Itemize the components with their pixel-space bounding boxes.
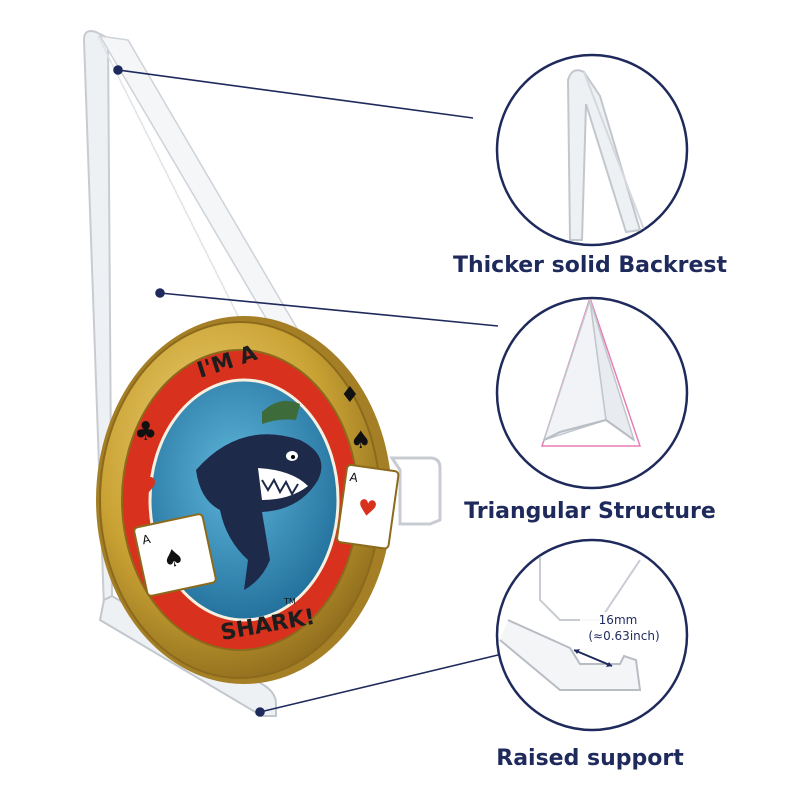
triangle-detail-circle [495,296,689,490]
diamond-icon: ♦ [340,383,360,408]
caption-support: Raised support [496,746,684,771]
caption-backrest: Thicker solid Backrest [452,253,728,278]
backrest-detail-circle [495,53,689,247]
ace-of-hearts-card: A ♥ [336,463,400,550]
club-icon: ♣ [134,417,157,447]
ace-of-spades-card: A ♠ [133,513,217,597]
card-rank: A [141,532,153,548]
caption-triangle: Triangular Structure [464,499,716,524]
card-rank: A [349,470,360,485]
support-detail-circle: 16mm (≈0.63inch) [495,538,689,732]
shark-coin: ♣ ♥ ♦ ♠ I'M A SHARK! TM A ♠ A ♥ [96,316,400,684]
heart-icon: ♥ [356,495,379,523]
callout-lines [113,65,499,717]
spade-icon: ♠ [350,426,372,454]
measurement-imperial: (≈0.63inch) [588,629,659,643]
measurement-metric: 16mm [599,613,638,627]
heart-icon: ♥ [134,473,157,503]
trademark-mark: TM [283,597,296,606]
